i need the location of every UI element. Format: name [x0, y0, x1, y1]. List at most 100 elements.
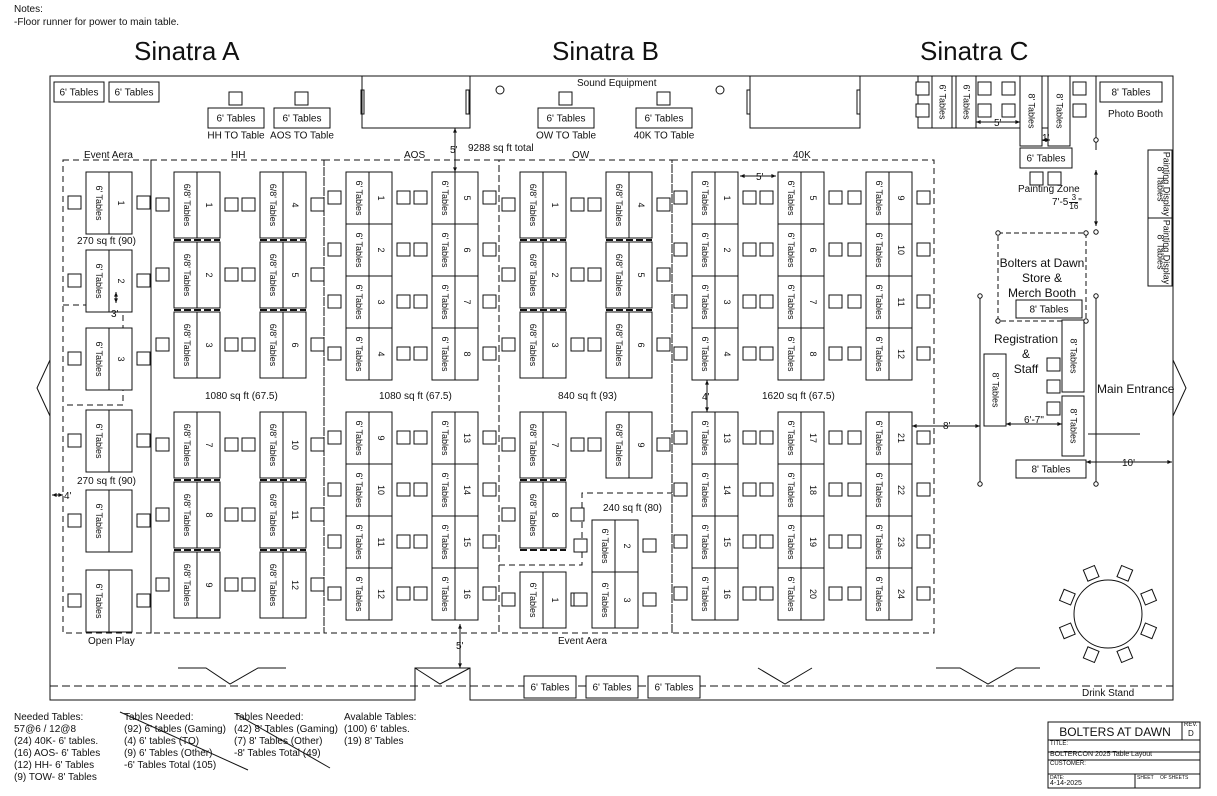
table-label: 6' Tables: [94, 185, 104, 221]
drink-stand-label: Drink Stand: [1082, 688, 1135, 699]
notes-heading: Notes:: [14, 4, 43, 15]
chair: [327, 430, 342, 445]
table-number: 2: [722, 247, 732, 252]
chair: [673, 242, 688, 257]
to-table-caption: AOS TO Table: [270, 131, 334, 142]
hh-zone: [150, 159, 325, 634]
table-number: 6: [636, 342, 646, 347]
left-door: [36, 359, 51, 417]
round-table-chair: [1058, 588, 1076, 606]
title-block-sheet-label: SHEET: [1137, 775, 1154, 781]
chair: [742, 586, 757, 601]
bottom-door-4: [936, 667, 1040, 685]
chair: [155, 267, 170, 282]
chair: [224, 337, 239, 352]
chair: [587, 197, 602, 212]
available-tables-list: Avalable Tables: (100) 6' tables. (19) 8…: [344, 712, 417, 747]
table-label: 6' Tables: [60, 88, 99, 99]
chair: [1001, 81, 1016, 96]
table-label: 6' Tables: [354, 524, 364, 560]
table-number: 18: [808, 485, 818, 495]
bottom-door-2: [414, 667, 471, 685]
chair: [673, 346, 688, 361]
chair: [310, 577, 325, 592]
table-label: 6' Tables: [600, 528, 610, 564]
table-number: 4: [290, 202, 300, 207]
table-number: 8: [204, 512, 214, 517]
chair: [759, 190, 774, 205]
to-table-caption: HH TO Table: [207, 131, 265, 142]
chair: [587, 267, 602, 282]
sound-stage-right: [749, 76, 861, 129]
chair: [501, 267, 516, 282]
table-label: 6/8' Tables: [614, 324, 624, 367]
table-number: 6: [290, 342, 300, 347]
dim-5-bottom: 5': [456, 641, 464, 652]
table-label: 6/8' Tables: [182, 564, 192, 607]
table-label: 6' Tables: [786, 284, 796, 320]
zone-label-event-top: Event Aera: [84, 150, 133, 161]
table-label: 6' Tables: [440, 472, 450, 508]
table-label: 6' Tables: [700, 284, 710, 320]
table-label: 6' Tables: [786, 472, 796, 508]
table-label: 8' Tables: [1156, 166, 1166, 202]
table-number: 1: [376, 195, 386, 200]
photo-table: [1047, 75, 1071, 147]
chair: [916, 482, 931, 497]
chair: [759, 430, 774, 445]
title-block-rev: D: [1188, 729, 1194, 738]
chair: [482, 242, 497, 257]
table-label: 8' Tables: [1156, 234, 1166, 270]
dim-5-top: 5': [450, 145, 458, 156]
table-label: 6' Tables: [786, 420, 796, 456]
notes-line: -Floor runner for power to main table.: [14, 17, 180, 28]
chair: [224, 577, 239, 592]
chair: [587, 337, 602, 352]
forty-k-zone: [671, 159, 935, 634]
chair: [501, 337, 516, 352]
chair: [916, 346, 931, 361]
chair: [155, 507, 170, 522]
title-block-company: BOLTERS AT DAWN: [1059, 725, 1171, 739]
chair: [573, 538, 588, 553]
chair: [673, 294, 688, 309]
round-table-chair: [1140, 622, 1158, 640]
table-number: 1: [722, 195, 732, 200]
table-label: 6' Tables: [645, 114, 684, 125]
table-number: 9: [896, 195, 906, 200]
zone-label-hh: HH: [231, 150, 246, 161]
table-number: 1: [550, 597, 560, 602]
chair: [587, 437, 602, 452]
chair: [224, 437, 239, 452]
chair: [1046, 379, 1061, 394]
chair: [916, 534, 931, 549]
title-block-rev-label: REV.: [1184, 722, 1198, 728]
title-block: [1047, 721, 1201, 789]
table-number: 3: [550, 342, 560, 347]
total-area-label: 9288 sq ft total: [468, 143, 534, 154]
table-number: 22: [896, 485, 906, 495]
chair: [501, 197, 516, 212]
round-table-chair: [1140, 588, 1158, 606]
table-label: 8' Tables: [1112, 88, 1151, 99]
table-number: 6: [808, 247, 818, 252]
table-label: 8' Tables: [1069, 408, 1079, 444]
chair: [327, 190, 342, 205]
table-label: 6/8' Tables: [268, 494, 278, 537]
chair: [224, 267, 239, 282]
title-block-date: 4-14-2025: [1050, 780, 1082, 787]
chair: [67, 273, 82, 288]
chair: [642, 592, 657, 607]
chair: [396, 482, 411, 497]
chair: [67, 433, 82, 448]
dim-5-40k: 5': [756, 172, 764, 183]
chair: [828, 430, 843, 445]
table-label: 6' Tables: [938, 84, 948, 120]
table-number: 3: [116, 356, 126, 361]
store-booth: [997, 232, 1087, 322]
dim-10: 10': [1122, 458, 1136, 469]
chair: [742, 242, 757, 257]
bottom-table: [585, 675, 639, 699]
chair: [327, 534, 342, 549]
